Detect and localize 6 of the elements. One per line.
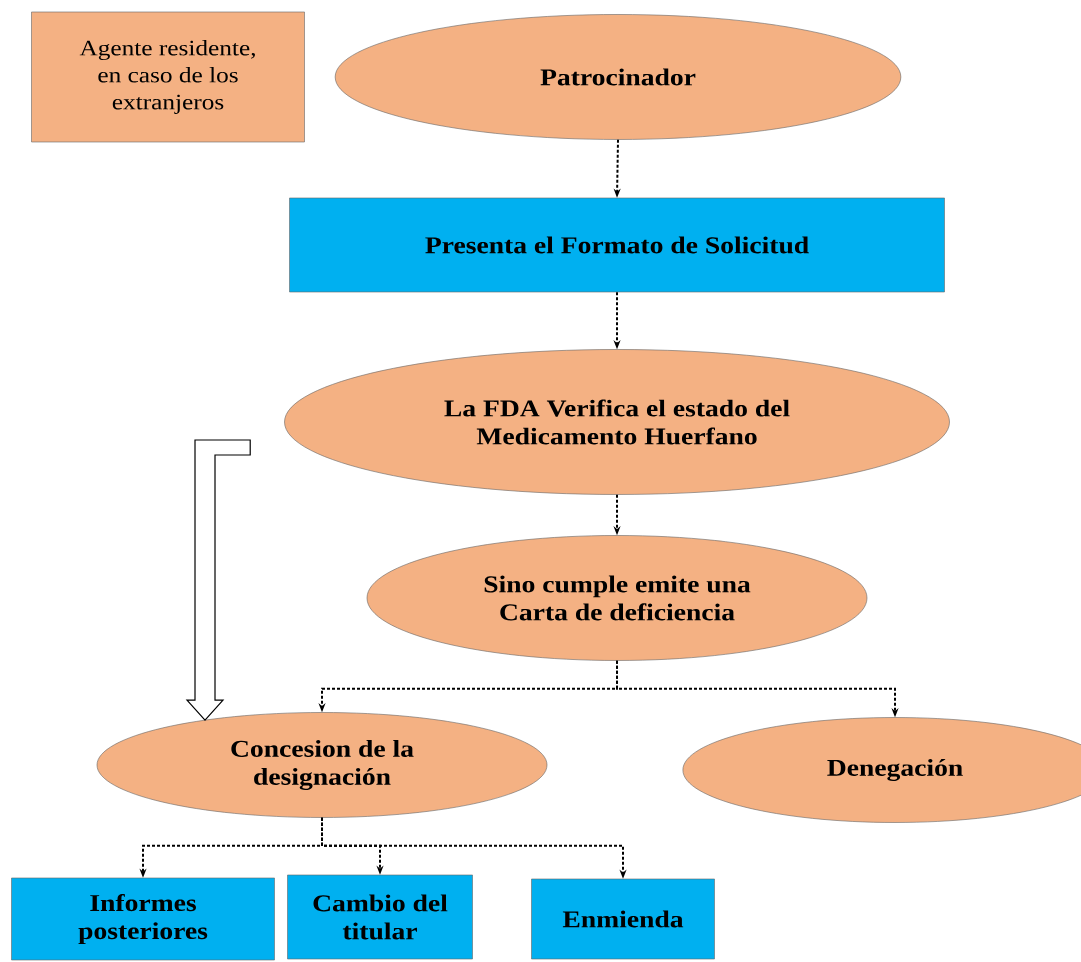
process-box: Enmienda xyxy=(531,878,715,960)
note-box: Agente residente, en caso de los extranjeros xyxy=(31,11,305,143)
process-box: Cambio del titular xyxy=(287,874,473,960)
block-arrow xyxy=(185,439,251,722)
process-box: Informes posteriores xyxy=(11,877,275,961)
process-box: Presenta el Formato de Solicitud xyxy=(289,197,945,293)
